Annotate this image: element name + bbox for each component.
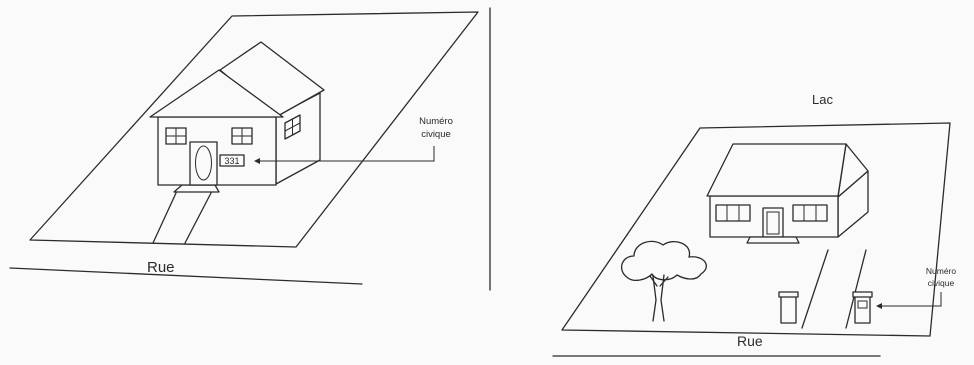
left-front-step	[174, 185, 219, 192]
right-window-2	[793, 205, 827, 221]
right-front-step	[747, 237, 799, 243]
left-window-1	[166, 128, 186, 144]
right-lake-label: Lac	[812, 92, 833, 107]
left-annotation-label: Numéro	[419, 116, 453, 127]
right-annotation-label-2: civique	[928, 278, 955, 288]
right-street-label: Rue	[737, 333, 763, 349]
civic-number-post-icon	[853, 292, 872, 323]
left-street-line	[10, 268, 362, 284]
left-annotation-label-2: civique	[421, 129, 451, 140]
left-front-door	[190, 142, 217, 185]
right-house	[707, 144, 868, 237]
left-house: 331	[150, 42, 324, 185]
right-window-1	[716, 205, 750, 221]
left-diagram: 331 Numéro civique Rue	[10, 8, 490, 290]
right-diagram: Lac	[553, 92, 956, 356]
right-annotation-label: Numéro	[926, 266, 957, 276]
right-house-roof	[707, 144, 846, 196]
left-walkway	[153, 193, 211, 243]
left-house-number: 331	[224, 156, 239, 166]
left-window-2	[232, 128, 252, 144]
tree-icon	[622, 241, 707, 321]
mailbox-left-icon	[779, 292, 798, 323]
left-street-label: Rue	[147, 259, 175, 276]
right-front-door	[763, 208, 783, 237]
right-annotation-pointer	[876, 292, 941, 309]
